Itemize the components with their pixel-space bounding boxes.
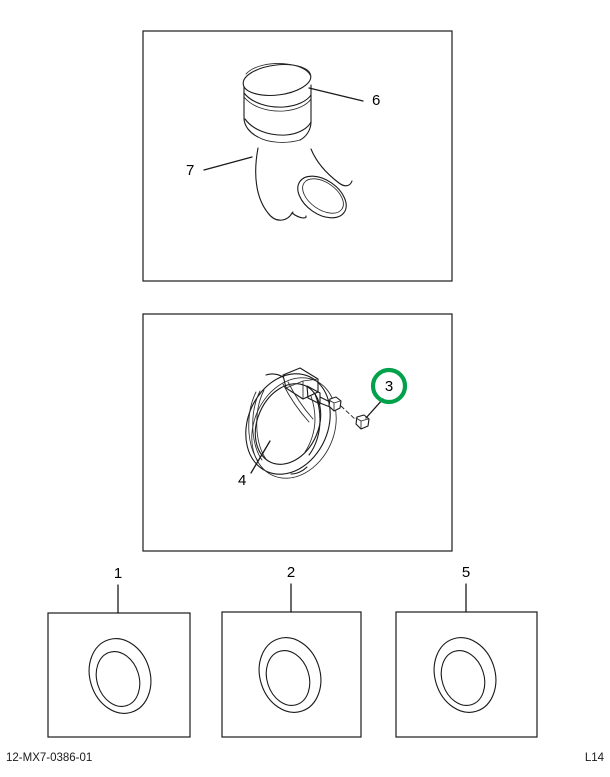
clamp-internal-strap	[282, 383, 310, 423]
clamp-band-inner	[254, 383, 322, 465]
panel-middle-group: 3 4	[142, 313, 453, 552]
hose-bead-ring-upper-2	[243, 96, 312, 112]
callout-1-label: 1	[114, 565, 122, 582]
callout-4-group: 4	[238, 440, 271, 489]
callout-7-group: 7	[186, 156, 253, 179]
panel-gasket-1-group: 1	[47, 565, 191, 738]
panel-gasket-5-group: 5	[395, 564, 538, 738]
footer-page-code: L14	[584, 752, 604, 764]
hose-collar-body-transition	[257, 136, 301, 143]
gasket-ring-1-part	[88, 638, 152, 714]
gasket-1-inner-ellipse	[95, 651, 141, 707]
hose-body-outline	[255, 147, 294, 221]
hose-body-to-mouth-lower	[291, 212, 307, 219]
clamp-band-depth-edge-bottom	[290, 466, 308, 475]
clamp-bolt-head-face	[328, 399, 341, 412]
hose-open-mouth-inner	[302, 178, 344, 214]
panel-gasket-2-group: 2	[221, 564, 362, 738]
clamp-nut-axis-line	[340, 405, 358, 422]
clamp-bolt-shaft	[319, 396, 331, 408]
hose-top-rim-inner-arc	[245, 63, 311, 76]
callout-5-label: 5	[462, 564, 470, 581]
callout-4-label: 4	[238, 472, 246, 489]
clamp-band-tail	[308, 393, 321, 456]
clamp-band-tail-inner	[304, 395, 316, 453]
callout-3-group: 3	[365, 367, 408, 419]
hose-top-rim-outer	[242, 63, 312, 97]
clamp-rib-2	[252, 390, 263, 461]
gasket-ring-5-part	[433, 637, 497, 713]
panel-gasket-5-border	[395, 611, 538, 738]
callout-3-label: 3	[385, 378, 393, 395]
callout-6-group: 6	[308, 87, 380, 109]
gasket-5-outer-ellipse	[433, 637, 497, 713]
clamp-trunnion	[306, 385, 321, 405]
callout-4-leader	[250, 440, 271, 474]
panel-top-group: 6 7	[142, 30, 453, 282]
panel-gasket-2-border	[221, 611, 362, 738]
gasket-1-outer-ellipse	[88, 638, 152, 714]
callout-7-leader	[203, 156, 253, 171]
elbow-hose-part	[242, 63, 353, 221]
clamp-band-depth-edge-top	[265, 373, 284, 378]
gasket-2-outer-ellipse	[258, 637, 322, 713]
hose-bead-ring-lower	[244, 118, 312, 136]
callout-3-highlight-ring	[370, 367, 408, 405]
gasket-5-inner-ellipse	[440, 650, 486, 706]
callout-3-leader	[365, 398, 384, 419]
callout-2-label: 2	[287, 564, 295, 581]
clamp-bolt-head	[328, 396, 342, 412]
clamp-internal-strap-2	[287, 381, 314, 420]
panel-gasket-1-border	[47, 612, 191, 738]
callout-6-leader	[308, 87, 364, 102]
clamp-rib-3	[256, 389, 267, 460]
clamp-rib-1	[248, 391, 259, 462]
hose-bead-ring-upper	[243, 92, 312, 108]
clamp-nut-facet-3	[355, 417, 362, 422]
gasket-2-inner-ellipse	[265, 650, 311, 706]
v-band-clamp-part	[245, 367, 342, 479]
gasket-ring-2-part	[258, 637, 322, 713]
hose-open-mouth-outer	[297, 175, 347, 219]
clamp-nut-facet-1	[360, 418, 369, 422]
callout-6-label: 6	[372, 92, 380, 109]
hose-body-outline-right	[310, 148, 353, 187]
callout-7-label: 7	[186, 162, 194, 179]
footer-part-number: 12-MX7-0386-01	[6, 752, 93, 764]
hose-collar-left-edge	[243, 81, 259, 138]
